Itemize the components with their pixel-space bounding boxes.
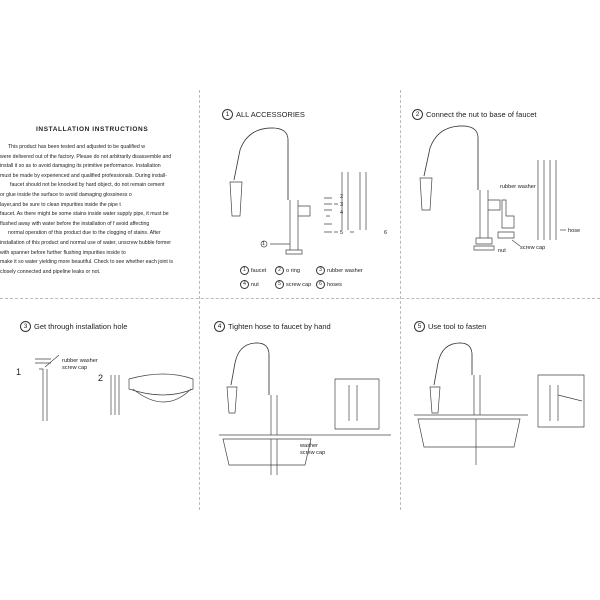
label-rubber-washer: rubber washer [500, 184, 536, 190]
divider-vertical-2 [400, 90, 401, 510]
label-washer: washer [300, 443, 319, 449]
step-title-text: Use tool to fasten [428, 322, 487, 331]
legend-label: hoses [327, 281, 342, 288]
step-number: 1 [222, 109, 233, 120]
label-nut: nut [498, 248, 506, 254]
instructions-line: This product has been tested and adjuste… [8, 144, 145, 150]
step-2-faucet-drawing [419, 125, 566, 251]
step-title-text: Connect the nut to base of faucet [426, 110, 537, 119]
callout-2: 2 [340, 194, 344, 200]
instructions-line: with spanner before further flushing imp… [0, 249, 126, 256]
legend-label: faucet [251, 267, 267, 274]
legend-screw-cap: 5 screw cap [275, 280, 311, 289]
legend-label: screw cap [286, 281, 312, 288]
legend-label: nut [251, 281, 259, 288]
divider-vertical-1 [199, 90, 200, 510]
instructions-line: faucet should not be knocked by hard obj… [10, 182, 165, 189]
legend-o-ring: 2 o ring [275, 266, 300, 275]
legend-label: o ring [286, 267, 300, 274]
step-number: 3 [20, 321, 31, 332]
instructions-line: faucet. As there might be some stains in… [0, 211, 169, 218]
step-1-title: 1 ALL ACCESSORIES [222, 109, 305, 120]
step-number: 5 [414, 321, 425, 332]
callout-5: 5 [340, 230, 344, 236]
legend-faucet: 1 faucet [240, 266, 266, 275]
instructions-body: This product has been tested and adjuste… [0, 143, 190, 277]
label-hose: hose [568, 228, 581, 234]
legend-label: rubber washer [327, 267, 363, 274]
legend-nut: 4 nut [240, 280, 259, 289]
instructions-line: were delivered out of the factory. Pleas… [0, 153, 172, 160]
instructions-line: installation of this product and normal … [0, 239, 171, 246]
instructions-line: must be made by experienced and qualifie… [0, 172, 167, 179]
step-4-drawing [219, 342, 391, 475]
step-number: 4 [214, 321, 225, 332]
step-title-text: Get through installation hole [34, 322, 128, 331]
step-3-part-2: 2 [98, 373, 104, 383]
legend-number: 6 [316, 280, 325, 289]
legend-number: 5 [275, 280, 284, 289]
callout-1: 1 [262, 241, 266, 247]
instructions-line: flushed away with water before the insta… [0, 220, 150, 227]
step-3-title: 3 Get through installation hole [20, 321, 127, 332]
instructions-line: install it so as to avoid damaging its p… [0, 163, 161, 170]
step-title-text: Tighten hose to faucet by hand [228, 322, 331, 331]
step-title-text: ALL ACCESSORIES [236, 110, 305, 119]
callout-6: 6 [384, 230, 388, 236]
instructions-title: INSTALLATION INSTRUCTIONS [36, 126, 149, 133]
callout-3: 3 [340, 202, 344, 208]
legend-number: 2 [275, 266, 284, 275]
legend-number: 3 [316, 266, 325, 275]
step-2-title: 2 Connect the nut to base of faucet [412, 109, 537, 120]
label-screw-cap: screw cap [300, 450, 326, 456]
legend-number: 1 [240, 266, 249, 275]
step-3-drawing [35, 354, 194, 421]
instructions-line: closely connected and pipeline leaks or … [0, 268, 101, 275]
label-rubber-washer: rubber washer [62, 358, 98, 364]
instructions-line: layer,and be sure to clean impurities in… [0, 201, 121, 208]
step-5-drawing [414, 342, 585, 465]
legend-number: 4 [240, 280, 249, 289]
label-screw-cap: screw cap [520, 245, 546, 251]
legend-rubber-washer: 3 rubber washer [316, 266, 363, 275]
step-5-title: 5 Use tool to fasten [414, 321, 486, 332]
instructions-line: or glue inside the surface to avoid dama… [0, 191, 132, 198]
divider-horizontal [0, 298, 600, 299]
step-number: 2 [412, 109, 423, 120]
instructions-line: normal operation of this product due to … [8, 230, 161, 237]
label-screw-cap: screw cap [62, 365, 88, 371]
callout-4: 4 [340, 210, 344, 216]
instructions-line: make it so water yielding more beautiful… [0, 259, 174, 266]
legend-hoses: 6 hoses [316, 280, 342, 289]
step-1-faucet-drawing [229, 127, 367, 255]
step-4-title: 4 Tighten hose to faucet by hand [214, 321, 331, 332]
step-3-part-1: 1 [16, 367, 22, 377]
